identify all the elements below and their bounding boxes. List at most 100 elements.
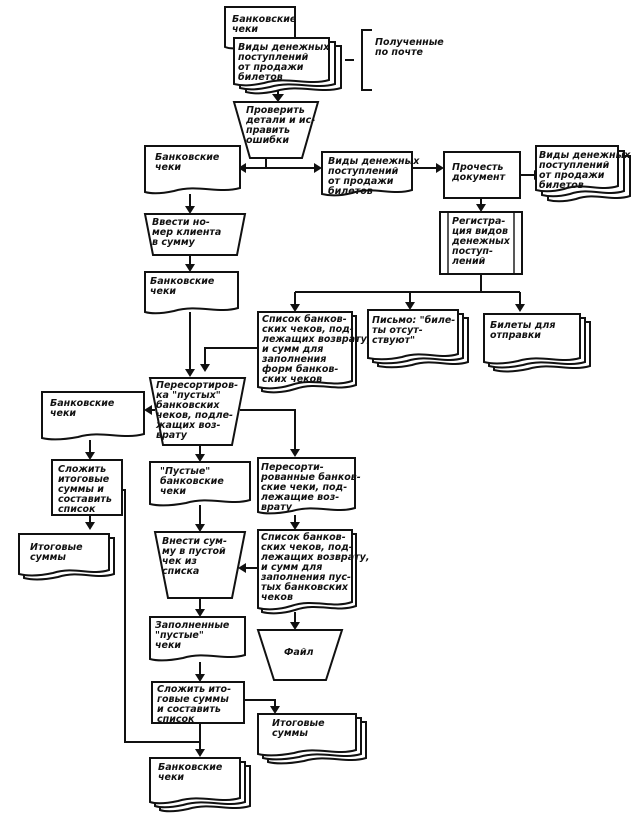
- label-line: и составить: [157, 704, 221, 715]
- label-line: ские чеки, под-: [261, 482, 347, 493]
- label-line: билетов: [539, 180, 584, 191]
- node-letter-no-tickets: Письмо: "биле-ты отсут-ствуют": [367, 309, 469, 369]
- label-line: Внести сум-: [162, 536, 227, 547]
- label-line: чеки: [232, 24, 258, 35]
- label-line: поступлений: [539, 160, 610, 171]
- label-line: Сложить: [58, 464, 106, 475]
- label-line: Банковские: [50, 398, 115, 409]
- label-line: Пересорти-: [261, 462, 324, 473]
- label-line: Виды денежных: [539, 150, 631, 161]
- label-line: Банковские: [150, 276, 215, 287]
- label-line: Банковские: [232, 14, 297, 25]
- label-line: по почте: [375, 47, 424, 58]
- label-line: Заполненные: [155, 620, 230, 631]
- label-line: и сумм для: [262, 344, 323, 355]
- label-line: врату: [261, 502, 293, 513]
- label-line: от продажи: [238, 62, 304, 73]
- label-line: заполнения: [261, 354, 326, 365]
- label-line: Виды денежных: [238, 42, 330, 53]
- label-line: список: [157, 714, 195, 725]
- label-line: банковские: [160, 476, 224, 487]
- node-filled-blank-cheques: Заполненные"пустые"чеки: [149, 616, 246, 662]
- label-line: ских чеков, под-: [262, 324, 354, 335]
- node-return-list-bottom: Список банков-ских чеков, под-лежащих во…: [257, 529, 369, 615]
- label-line: суммы: [272, 728, 308, 739]
- label-line: Пересортиров-: [156, 380, 238, 391]
- label-line: Прочесть: [452, 162, 503, 173]
- node-return-list-top: Список банков-ских чеков, под-лежащих во…: [257, 311, 370, 394]
- node-return-list-bottom-text: Список банков-ских чеков, под-лежащих во…: [260, 532, 369, 603]
- label-line: чеки: [160, 486, 186, 497]
- node-file: Файл: [256, 629, 344, 681]
- label-line: отправки: [490, 330, 541, 341]
- label-line: Банковские: [158, 762, 223, 773]
- label-line: чеков: [261, 592, 293, 603]
- label-line: врату: [156, 430, 188, 441]
- label-line: рованные банков-: [260, 472, 361, 483]
- label-line: в сумму: [152, 237, 196, 248]
- label-line: билетов: [238, 72, 283, 83]
- label-line: билетов: [328, 186, 373, 197]
- label-line: чеки: [158, 772, 184, 783]
- label-line: Проверить: [246, 105, 305, 116]
- label-line: документ: [451, 172, 506, 183]
- label-line: ских чеков, под-: [261, 542, 353, 553]
- label-line: ошибки: [246, 135, 289, 146]
- label-line: поступлений: [328, 166, 399, 177]
- label-line: Список банков-: [261, 532, 346, 543]
- label-line: чек из: [162, 556, 197, 567]
- label-line: поступ-: [452, 246, 493, 257]
- label-line: банковских: [156, 400, 220, 411]
- label-line: лежащих возврату,: [262, 334, 370, 345]
- label-line: мер клиента: [152, 227, 221, 238]
- label-line: чеки: [155, 640, 181, 651]
- label-line: Файл: [284, 647, 313, 658]
- label-line: лений: [452, 256, 486, 267]
- label-line: тых банковских: [261, 582, 349, 593]
- label-line: "пустые": [155, 630, 204, 641]
- label-line: лежащих возврату,: [261, 552, 369, 563]
- label-line: Ввести но-: [152, 217, 210, 228]
- label-line: ция видов: [452, 226, 508, 237]
- label-line: ствуют": [372, 335, 415, 346]
- label-line: суммы: [30, 552, 66, 563]
- node-return-list-top-text: Список банков-ских чеков, под-лежащих во…: [261, 314, 370, 385]
- label-line: Банковские: [155, 152, 220, 163]
- label-line: детали и ис-: [245, 115, 315, 126]
- label-line: ты отсут-: [372, 325, 423, 336]
- label-line: говые суммы: [157, 694, 229, 705]
- label-line: му в пустой: [162, 546, 226, 557]
- label-line: "Пустые": [160, 466, 210, 477]
- label-line: составить: [58, 494, 112, 505]
- node-filled-blank-cheques-text: Заполненные"пустые"чеки: [155, 620, 230, 651]
- label-line: чеков, подле-: [156, 410, 233, 421]
